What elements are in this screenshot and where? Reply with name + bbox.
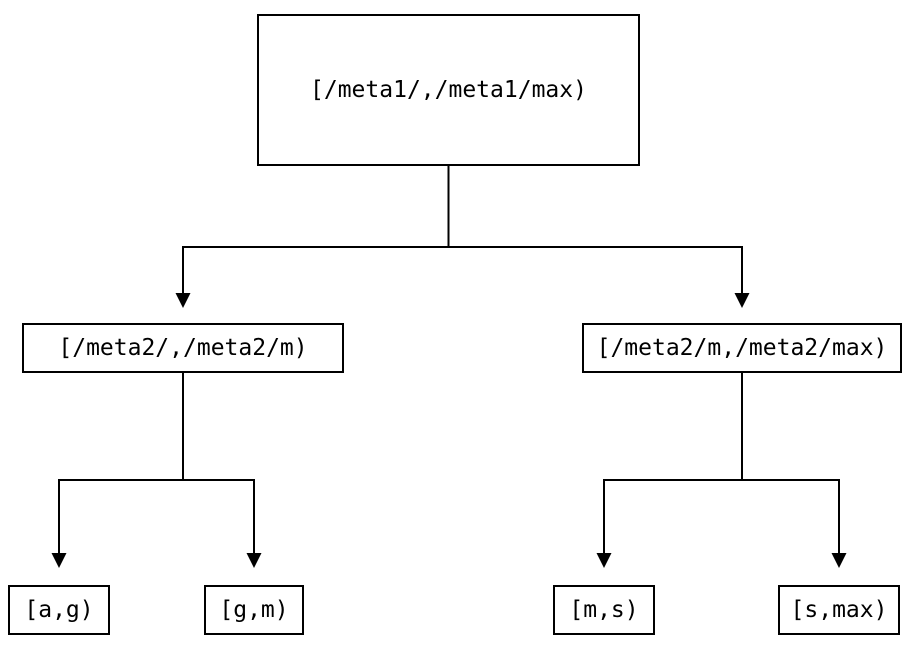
arrowhead-down-icon — [175, 293, 191, 308]
arrowhead-down-icon — [246, 553, 262, 568]
tree-node-meta2-low: [/meta2/,/meta2/m) — [22, 323, 344, 373]
tree-leaf-a-g: [a,g) — [8, 585, 110, 635]
tree-leaf-g-m: [g,m) — [204, 585, 304, 635]
tree-leaf-s-max: [s,max) — [778, 585, 900, 635]
tree-node-meta2-high: [/meta2/m,/meta2/max) — [582, 323, 902, 373]
arrowhead-down-icon — [596, 553, 612, 568]
arrowhead-down-icon — [734, 293, 750, 308]
tree-node-root: [/meta1/,/meta1/max) — [257, 14, 640, 166]
arrowhead-down-icon — [831, 553, 847, 568]
arrowhead-down-icon — [51, 553, 67, 568]
tree-leaf-m-s: [m,s) — [553, 585, 655, 635]
